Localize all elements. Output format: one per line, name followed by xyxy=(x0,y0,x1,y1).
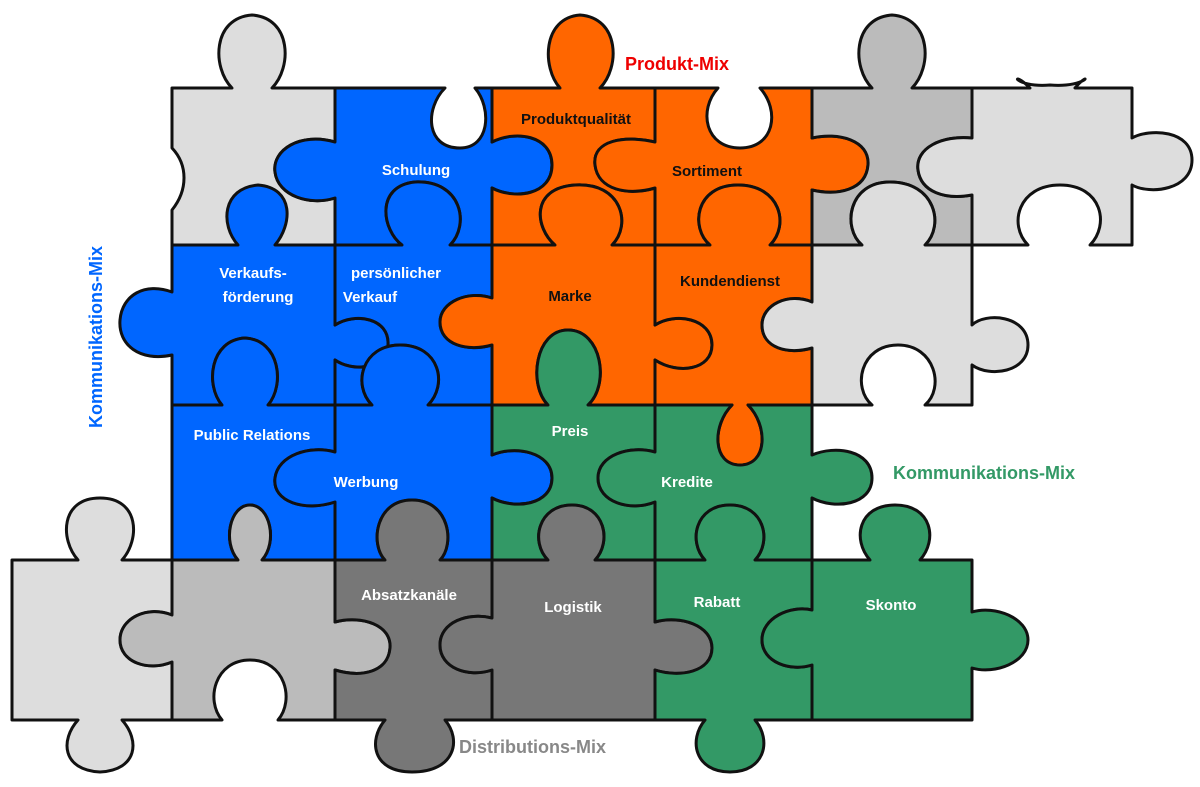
label-verkaufsfoerderung-line1: Verkaufs- xyxy=(219,265,287,282)
puzzle-piece-filler-bottom-left-2 xyxy=(118,503,392,722)
label-werbung: Werbung xyxy=(334,474,399,491)
group-label-kommunikations-mix-right: Kommunikations-Mix xyxy=(893,463,1075,483)
label-rabatt: Rabatt xyxy=(694,594,741,611)
label-absatzkanaele: Absatzkanäle xyxy=(361,587,457,604)
group-label-distributions-mix: Distributions-Mix xyxy=(459,737,606,757)
label-persoenlicher-verkauf-line2: Verkauf xyxy=(343,289,398,306)
label-skonto: Skonto xyxy=(866,597,917,614)
group-label-produkt-mix: Produkt-Mix xyxy=(625,54,729,74)
puzzle-piece-skonto xyxy=(760,503,1030,722)
label-logistik: Logistik xyxy=(544,599,602,616)
puzzle-piece-filler-top-right-2 xyxy=(916,77,1194,247)
label-kundendienst: Kundendienst xyxy=(680,273,780,290)
label-persoenlicher-verkauf-line1: persönlicher xyxy=(351,265,441,282)
label-public-relations: Public Relations xyxy=(194,427,311,444)
puzzle-piece-rabatt xyxy=(653,503,814,774)
label-preis: Preis xyxy=(552,423,589,440)
puzzle-piece-filler-middle-right xyxy=(760,180,1030,407)
label-verkaufsfoerderung-line2: förderung xyxy=(223,289,294,306)
label-sortiment: Sortiment xyxy=(672,163,742,180)
label-schulung: Schulung xyxy=(382,162,450,179)
group-label-kommunikations-mix-left: Kommunikations-Mix xyxy=(86,246,106,428)
label-marke: Marke xyxy=(548,288,591,305)
label-kredite: Kredite xyxy=(661,474,713,491)
label-produktqualitaet: Produktqualität xyxy=(521,111,631,128)
